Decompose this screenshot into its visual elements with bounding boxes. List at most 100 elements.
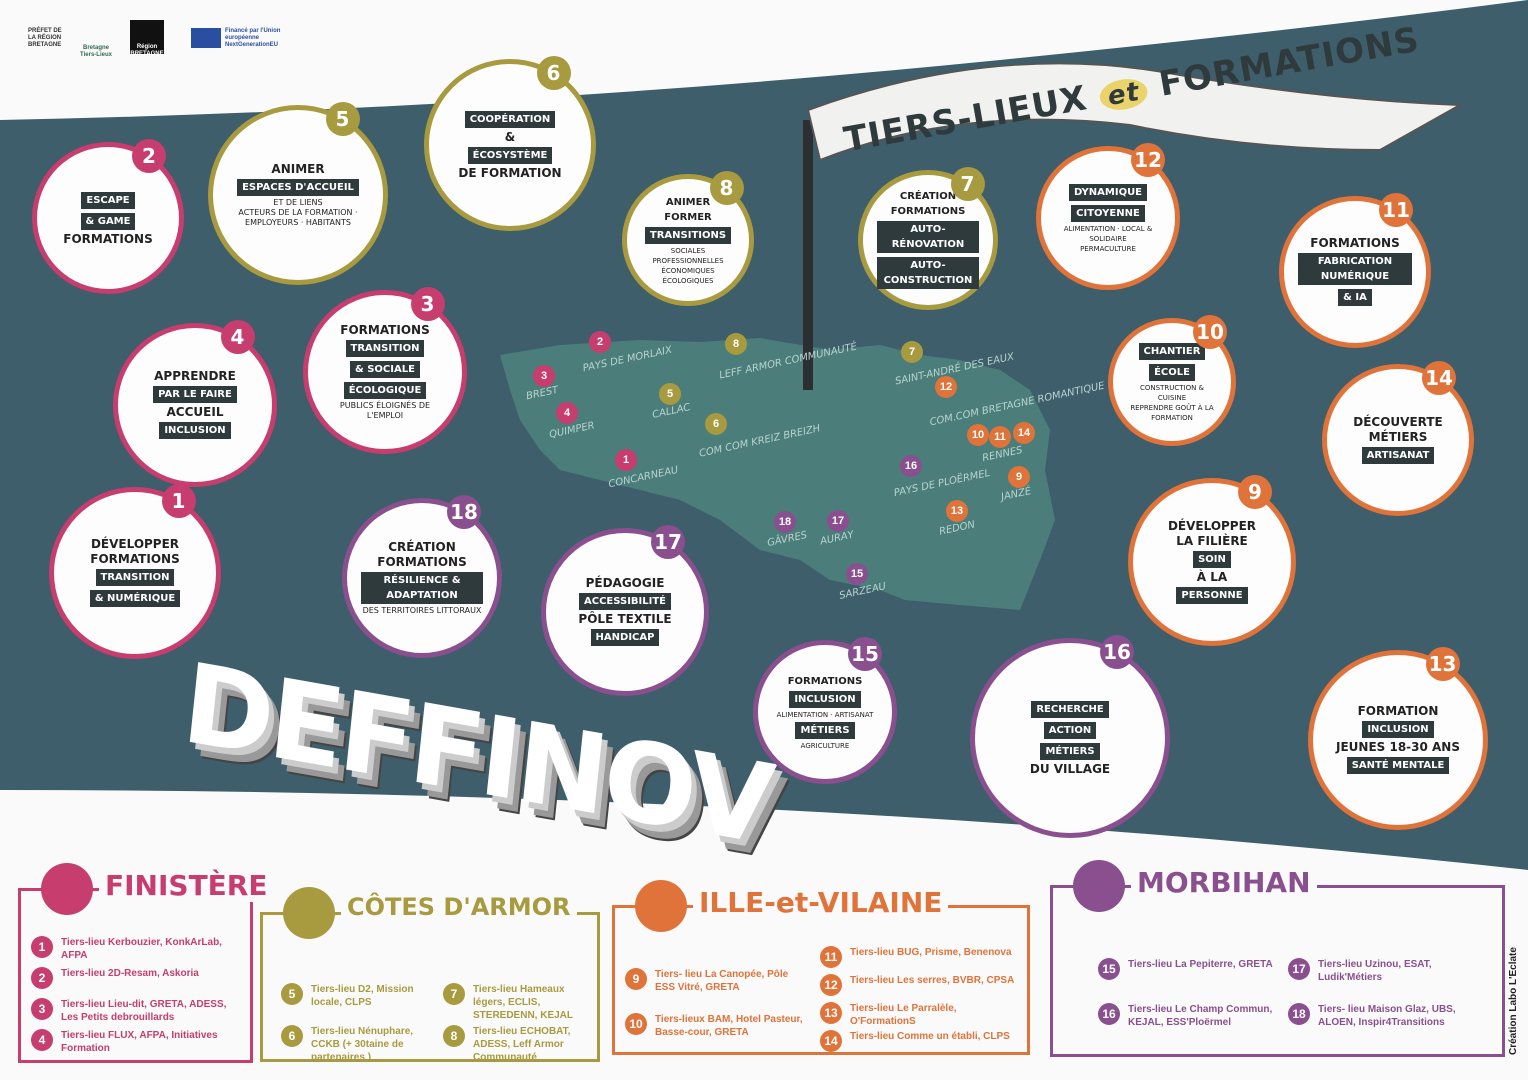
circle-text: ACTEURS DE LA FORMATION · EMPLOYEURS · H…: [238, 208, 358, 227]
circle-text: ALIMENTATION · ARTISANAT: [776, 710, 874, 719]
circle-text: & IA: [1338, 289, 1372, 306]
circle-text: & GAME: [80, 212, 136, 230]
region-dot: [635, 880, 687, 932]
map-marker-12: 12: [935, 376, 957, 398]
circle-number-badge: 1: [161, 484, 196, 518]
credit: Création Labo L'Eclate: [1508, 947, 1519, 1055]
circle-text: & SOCIALE: [350, 361, 420, 378]
circle-text: DÉVELOPPER: [90, 537, 180, 551]
map-marker-4: 4: [556, 402, 578, 424]
legend-number-badge: 4: [31, 1029, 53, 1051]
legend-item-text: Tiers-lieux BAM, Hotel Pasteur, Basse-co…: [655, 1014, 803, 1038]
circle-text: FORMATIONS: [787, 675, 863, 687]
map-marker-17: 17: [827, 510, 849, 532]
map-marker-14: 14: [1013, 422, 1035, 444]
circle-number-badge: 17: [651, 525, 685, 559]
circle-text: DÉCOUVERTE: [1353, 414, 1443, 429]
legend-number-badge: 15: [1098, 958, 1120, 980]
circle-12: DYNAMIQUE CITOYENNE ALIMENTATION · LOCAL &…: [1036, 143, 1180, 290]
legend-number-badge: 1: [31, 936, 53, 958]
legend-item-text: Tiers-lieu Nénuphare, CCKB (+ 30taine de…: [311, 1026, 414, 1063]
eu-flag-icon: [191, 28, 221, 48]
circle-text: SOCIALES PROFESSIONNELLES ÉCONOMIQUES ÉC…: [652, 246, 724, 285]
legend-item-text: Tiers- lieu Maison Glaz, UBS, ALOEN, Ins…: [1318, 1004, 1456, 1028]
circle-text: FABRICATION NUMÉRIQUE: [1298, 253, 1412, 285]
map-marker-5: 5: [659, 383, 681, 405]
circle-text: ALIMENTATION · LOCAL & SOLIDAIRE: [1063, 225, 1153, 243]
legend-title: MORBIHAN: [1131, 866, 1317, 899]
legend-item-text: Tiers-lieu Le Parralèle, O'FormationS: [850, 1003, 957, 1027]
legend-item-text: Tiers-lieu Kerbouzier, KonkArLab, AFPA: [61, 937, 222, 961]
legend-number-badge: 6: [281, 1025, 303, 1047]
circle-text: ACTION: [1043, 722, 1097, 739]
region-dot: [283, 887, 335, 939]
legend-number-badge: 5: [281, 983, 303, 1005]
circle-text: TRANSITION: [345, 340, 425, 357]
circle-text: DE FORMATION: [458, 166, 562, 180]
circle-text: DÉVELOPPER: [1167, 518, 1257, 533]
circle-text: MÉTIERS: [1040, 743, 1100, 760]
circle-text: CHANTIER: [1138, 343, 1206, 360]
circle-text: &: [504, 130, 516, 144]
legend-item-text: Tiers-lieu 2D-Resam, Askoria: [61, 968, 199, 979]
circle-text: SANTÉ MENTALE: [1346, 757, 1450, 774]
circle-number-badge: 7: [950, 167, 985, 201]
circle-text: DYNAMIQUE: [1068, 184, 1148, 201]
region-dot: [1073, 860, 1125, 912]
circle-text: REPRENDRE GOÛT À LA FORMATION: [1130, 404, 1214, 422]
circle-text: à la: [1196, 569, 1228, 584]
legend-item: 10 Tiers-lieux BAM, Hotel Pasteur, Basse-…: [625, 1013, 805, 1039]
map-marker-16: 16: [900, 455, 922, 477]
circle-text: ÉCOLOGIQUE: [343, 382, 427, 399]
circle-text: AUTO-CONSTRUCTION: [877, 257, 979, 289]
circle-number-badge: 6: [536, 56, 571, 90]
map-marker-7: 7: [901, 341, 923, 363]
circle-text: FORMATION: [1357, 704, 1439, 718]
legend-number-badge: 9: [625, 968, 647, 990]
circle-text: CITOYENNE: [1071, 205, 1145, 222]
title-banner: [806, 62, 1464, 162]
circle-text: AUTO-RÉNOVATION: [877, 221, 979, 253]
circle-text: AGRICULTURE: [800, 741, 850, 750]
brittany-map: [500, 338, 1055, 610]
circle-text: CONSTRUCTION & CUISINE: [1140, 384, 1204, 402]
legend-item: 4 Tiers-lieu FLUX, AFPA, Initiatives Form…: [31, 1029, 246, 1055]
circle-number-badge: 4: [220, 320, 255, 354]
circle-text: PÉDAGOGIE: [585, 576, 665, 590]
circle-number-badge: 3: [410, 287, 445, 321]
legend-number-badge: 7: [443, 983, 465, 1005]
circle-text: FORMATIONS: [90, 552, 180, 566]
circle-text: TRANSITION: [95, 569, 175, 586]
legend-number-badge: 3: [31, 998, 53, 1020]
legend-item-text: Tiers-lieu Le Champ Commun, KEJAL, ESS'P…: [1128, 1004, 1273, 1028]
circle-text: ANIMER: [665, 196, 711, 208]
circle-text: JEUNES 18-30 ANS: [1336, 740, 1460, 754]
legend-item-text: Tiers-lieu FLUX, AFPA, Initiatives Forma…: [61, 1030, 218, 1054]
legend-number-badge: 10: [625, 1013, 647, 1035]
circle-number-badge: 9: [1238, 475, 1272, 509]
circle-text: ACCESSIBILITÉ: [578, 593, 671, 610]
circle-number-badge: 12: [1131, 143, 1165, 177]
legend-number-badge: 8: [443, 1025, 465, 1047]
